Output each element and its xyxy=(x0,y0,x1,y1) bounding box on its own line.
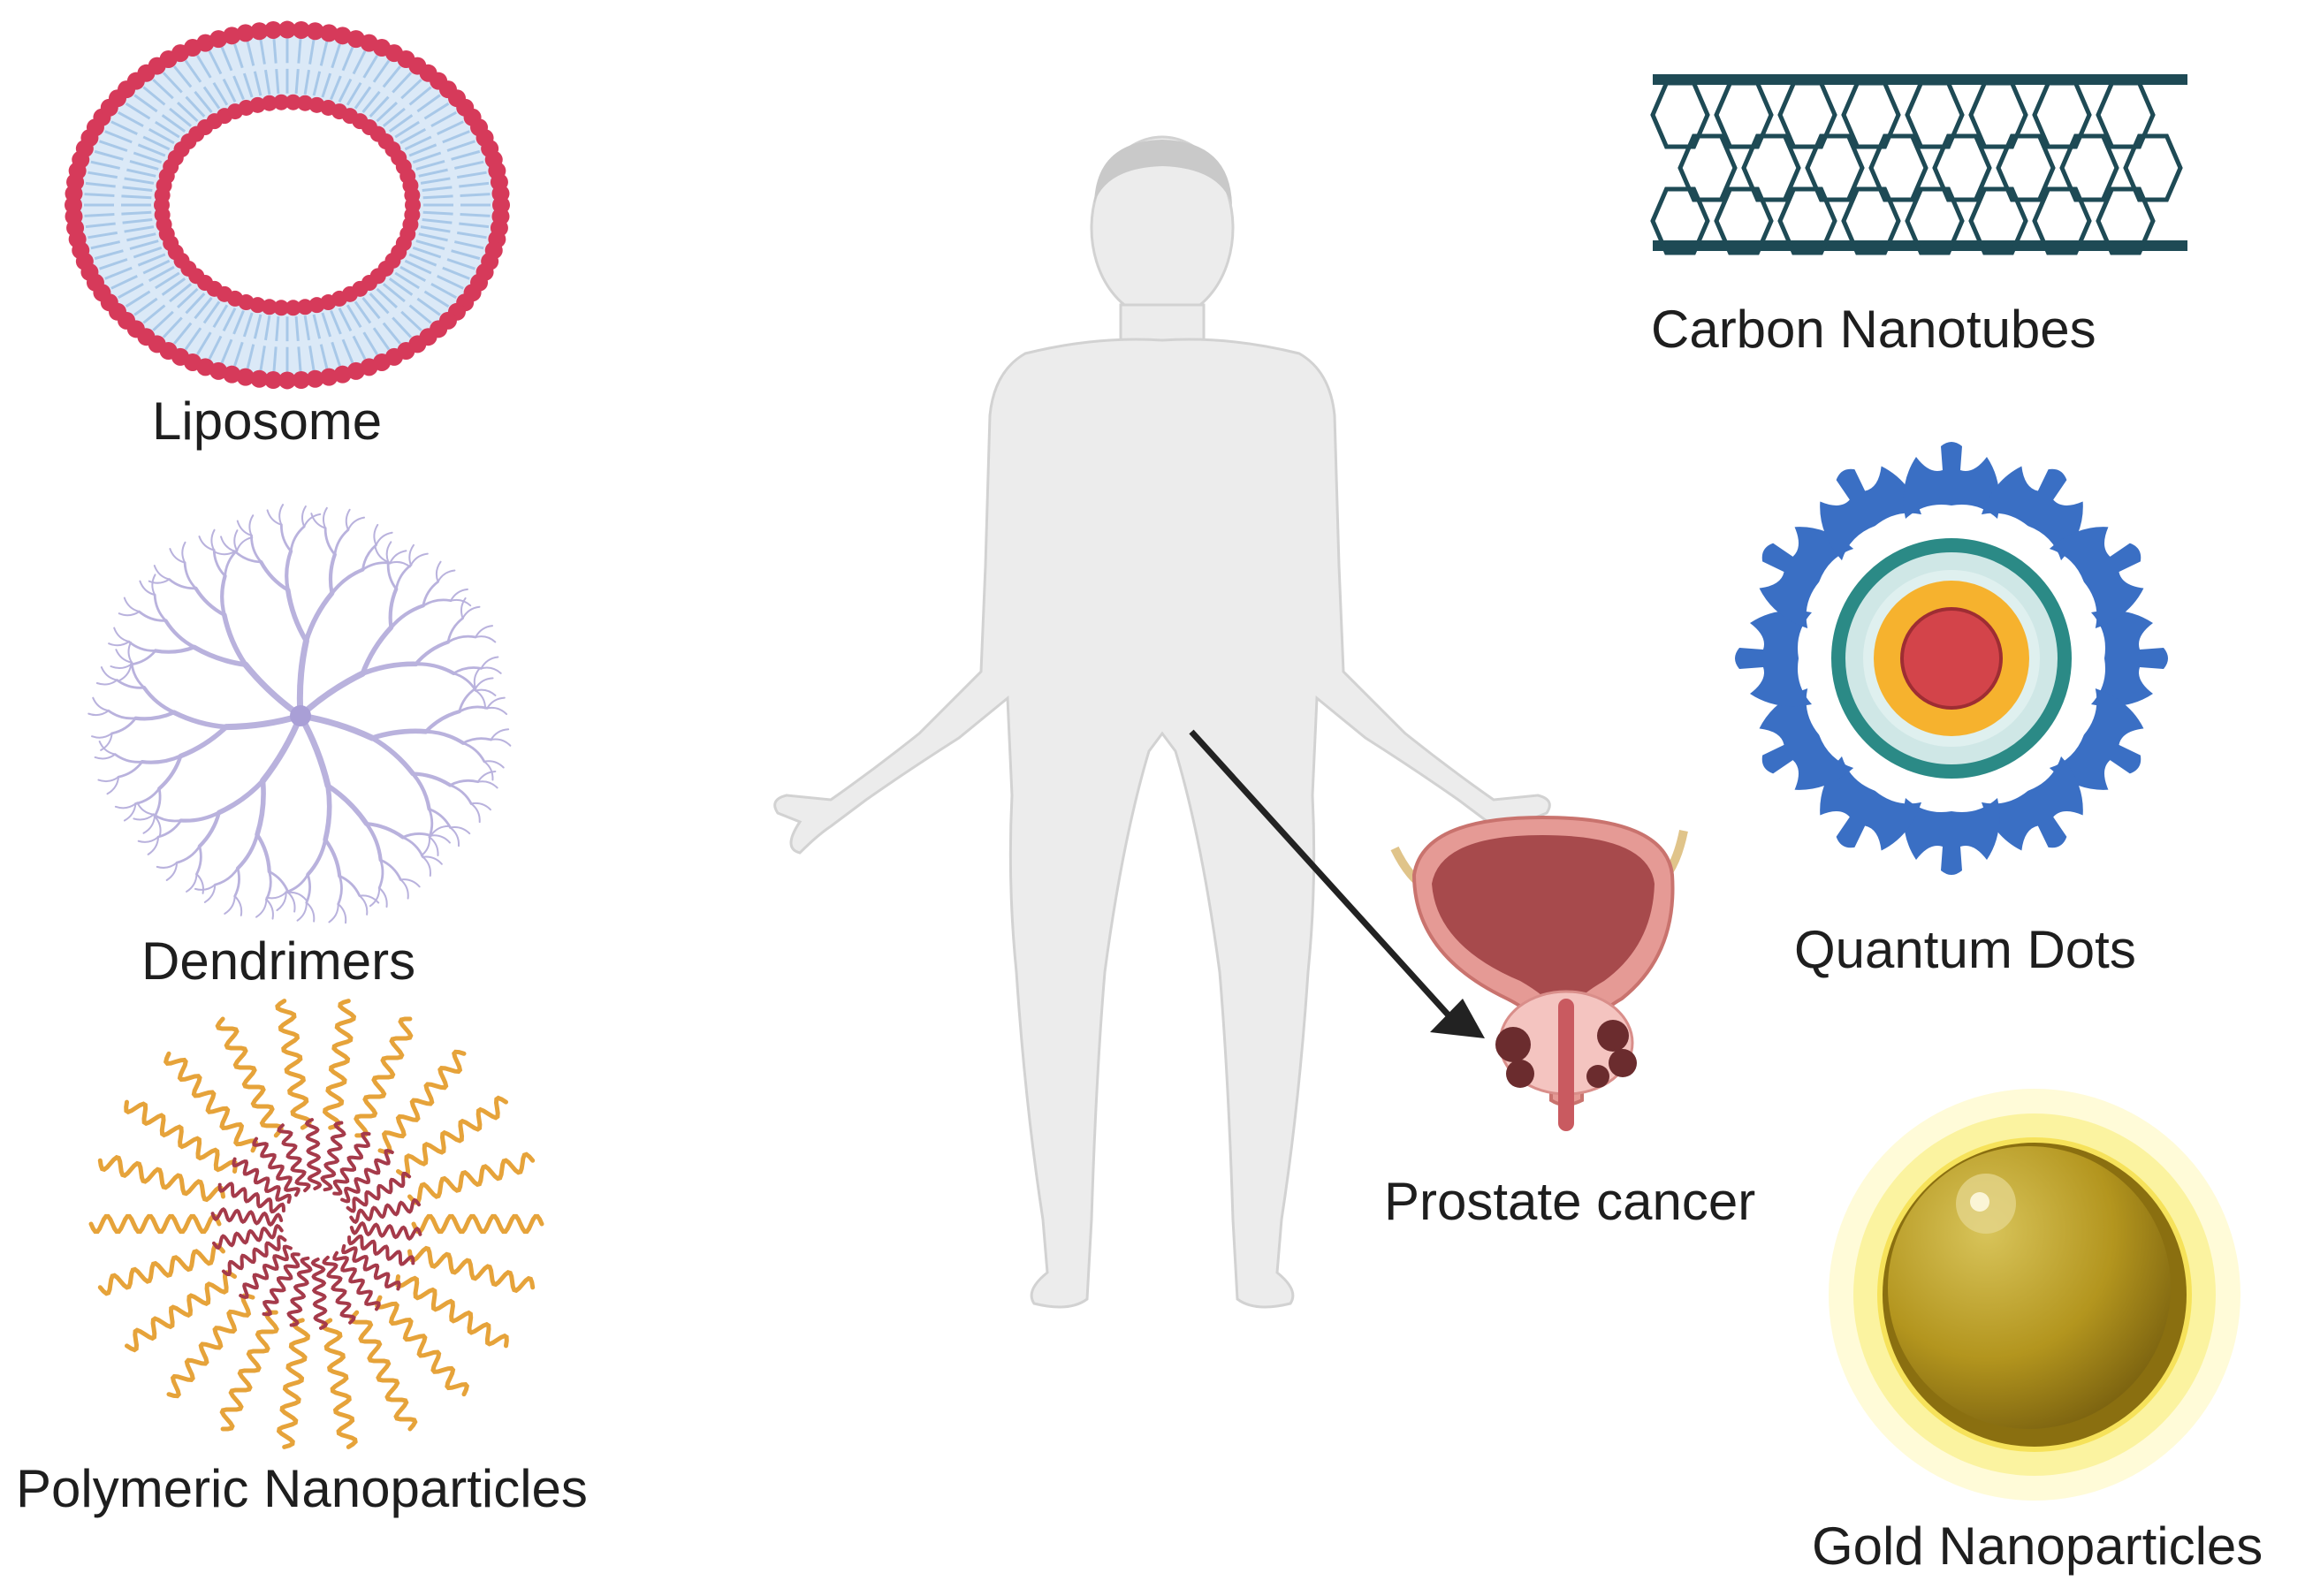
liposome-icon xyxy=(65,20,510,390)
human-body-icon xyxy=(773,135,1551,1309)
carbon-nanotube-icon xyxy=(1650,74,2187,255)
quantum-dots-label: Quantum Dots xyxy=(1794,920,2136,979)
arrow-icon xyxy=(1189,729,1485,1038)
polymeric-nanoparticles-label: Polymeric Nanoparticles xyxy=(16,1459,588,1518)
dendrimers-label: Dendrimers xyxy=(141,931,416,991)
gold-nanoparticle-icon xyxy=(1829,1089,2240,1501)
liposome-label: Liposome xyxy=(152,391,383,451)
prostate-organ-icon xyxy=(1390,815,1688,1131)
prostate-cancer-label: Prostate cancer xyxy=(1384,1172,1756,1231)
dendrimer-icon xyxy=(87,504,512,924)
carbon-nanotubes-label: Carbon Nanotubes xyxy=(1651,300,2096,359)
polymeric-nanoparticle-icon xyxy=(88,999,544,1449)
quantum-dot-icon xyxy=(1735,442,2168,875)
gold-nanoparticles-label: Gold Nanoparticles xyxy=(1812,1516,2263,1576)
